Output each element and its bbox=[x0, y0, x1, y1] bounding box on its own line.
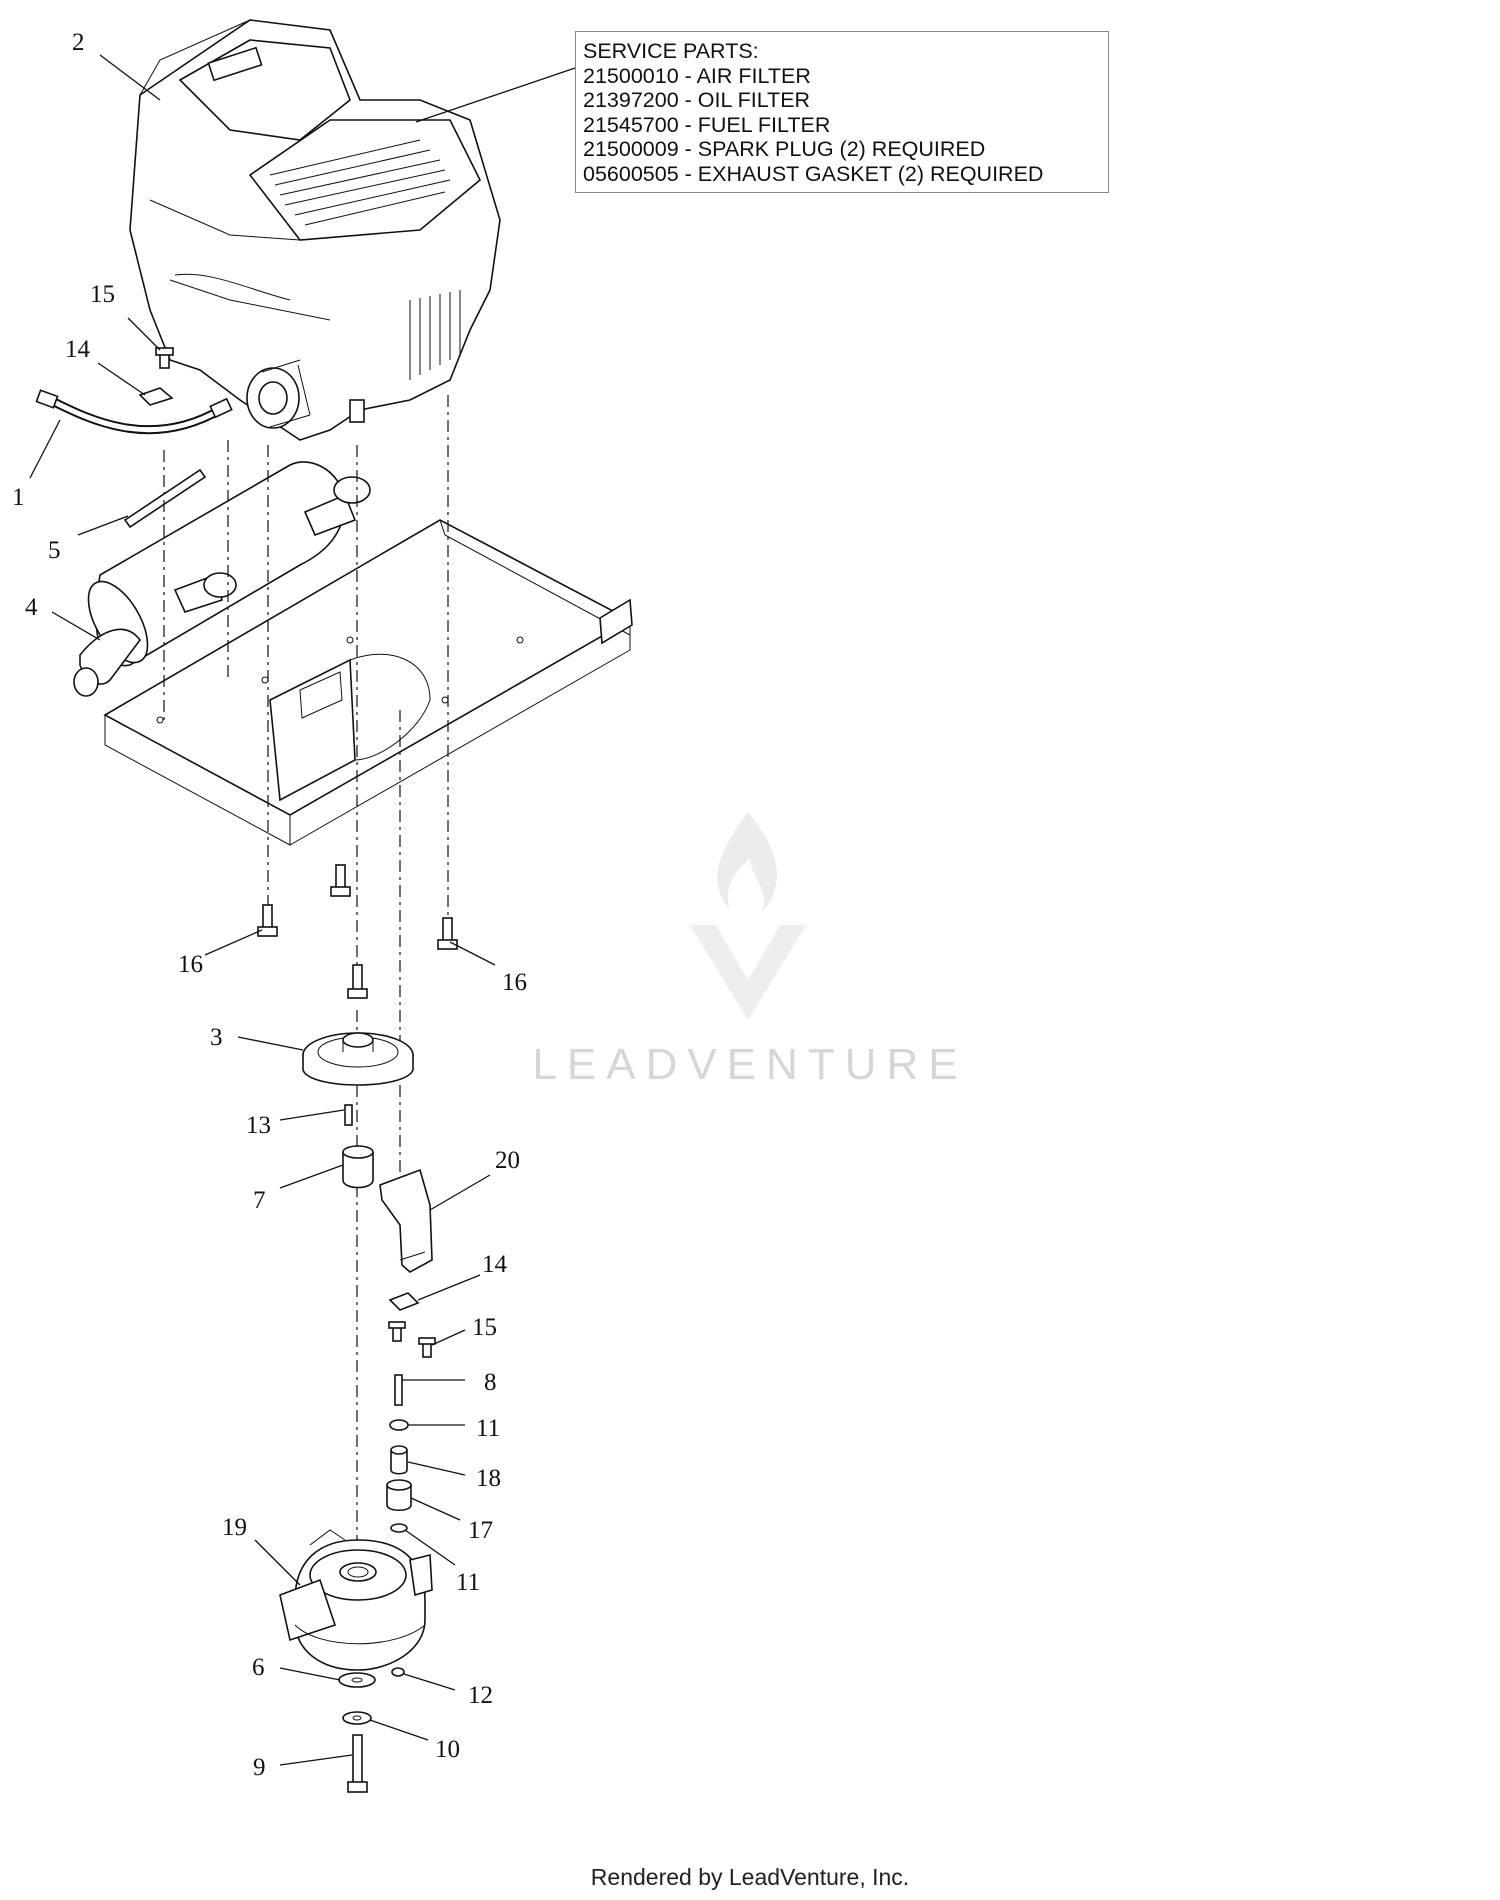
bolt-center-upper bbox=[330, 864, 351, 897]
bolt-right bbox=[437, 917, 458, 950]
bushing-large bbox=[386, 1479, 412, 1512]
callout-numbers: 2 15 14 1 5 4 16 16 3 13 7 20 14 15 8 11… bbox=[12, 29, 527, 1781]
electric-pto-clutch bbox=[279, 1529, 433, 1671]
callout-15: 15 bbox=[90, 281, 115, 308]
callout-8: 8 bbox=[484, 1369, 497, 1396]
engine-deck-frame bbox=[103, 519, 633, 846]
callout-15-lower: 15 bbox=[472, 1314, 497, 1341]
callout-13: 13 bbox=[246, 1112, 271, 1139]
muffler bbox=[73, 461, 371, 697]
watermark-brand: LEADVENTURE bbox=[532, 1040, 968, 1089]
washer-6 bbox=[338, 1672, 376, 1688]
callout-9: 9 bbox=[253, 1754, 266, 1781]
callout-18: 18 bbox=[476, 1465, 501, 1492]
oil-filter bbox=[246, 359, 311, 429]
key bbox=[344, 1104, 353, 1126]
pin bbox=[394, 1374, 403, 1406]
clutch-bolt bbox=[347, 1734, 368, 1793]
spacer bbox=[342, 1145, 374, 1189]
bushing-small bbox=[390, 1445, 408, 1475]
washer-lower bbox=[390, 1523, 408, 1533]
callout-20: 20 bbox=[495, 1147, 520, 1174]
clip-upper bbox=[138, 387, 174, 406]
callout-12: 12 bbox=[468, 1682, 493, 1709]
pulley bbox=[302, 1032, 414, 1086]
callout-11-upper: 11 bbox=[476, 1415, 500, 1442]
leader-lines bbox=[29, 54, 496, 1766]
nut bbox=[391, 1667, 405, 1677]
callout-14: 14 bbox=[65, 336, 91, 363]
callout-16-left: 16 bbox=[178, 951, 203, 978]
screw-lower-right bbox=[418, 1337, 436, 1358]
callout-5: 5 bbox=[48, 537, 61, 564]
callout-3: 3 bbox=[210, 1024, 223, 1051]
fuel-line bbox=[35, 389, 233, 435]
service-parts-title: SERVICE PARTS: bbox=[583, 39, 759, 63]
clip-lower bbox=[388, 1292, 420, 1311]
callout-17: 17 bbox=[468, 1517, 493, 1544]
washer-upper bbox=[389, 1419, 409, 1431]
service-part-spark-plug: 21500009 - SPARK PLUG (2) REQUIRED bbox=[583, 137, 986, 162]
service-parts-box: SERVICE PARTS: 21500010 - AIR FILTER 213… bbox=[575, 31, 1109, 193]
callout-2: 2 bbox=[72, 29, 85, 56]
callout-10: 10 bbox=[435, 1736, 460, 1763]
washer-10 bbox=[342, 1711, 372, 1725]
bolt-left bbox=[257, 904, 278, 937]
bolt-center bbox=[347, 964, 368, 999]
callout-7: 7 bbox=[253, 1187, 266, 1214]
callout-14-lower: 14 bbox=[482, 1251, 508, 1278]
service-part-exhaust-gasket: 05600505 - EXHAUST GASKET (2) REQUIRED bbox=[583, 161, 1044, 186]
flame-v-logo-icon bbox=[690, 812, 806, 1020]
service-part-fuel-filter: 21545700 - FUEL FILTER bbox=[583, 112, 831, 137]
callout-16-right: 16 bbox=[502, 969, 527, 996]
callout-4: 4 bbox=[25, 594, 38, 621]
clutch-bracket bbox=[379, 1168, 433, 1273]
screw-lower-left bbox=[388, 1321, 406, 1342]
engine bbox=[129, 19, 501, 441]
footer-credit: Rendered by LeadVenture, Inc. bbox=[590, 1864, 910, 1890]
alignment-centerlines bbox=[163, 395, 449, 1545]
callout-1: 1 bbox=[12, 484, 25, 511]
service-part-air-filter: 21500010 - AIR FILTER bbox=[583, 63, 811, 88]
callout-19: 19 bbox=[222, 1514, 247, 1541]
callout-6: 6 bbox=[252, 1654, 265, 1681]
screw-upper bbox=[155, 347, 174, 369]
callout-11-lower: 11 bbox=[456, 1569, 480, 1596]
service-part-oil-filter: 21397200 - OIL FILTER bbox=[583, 88, 811, 113]
